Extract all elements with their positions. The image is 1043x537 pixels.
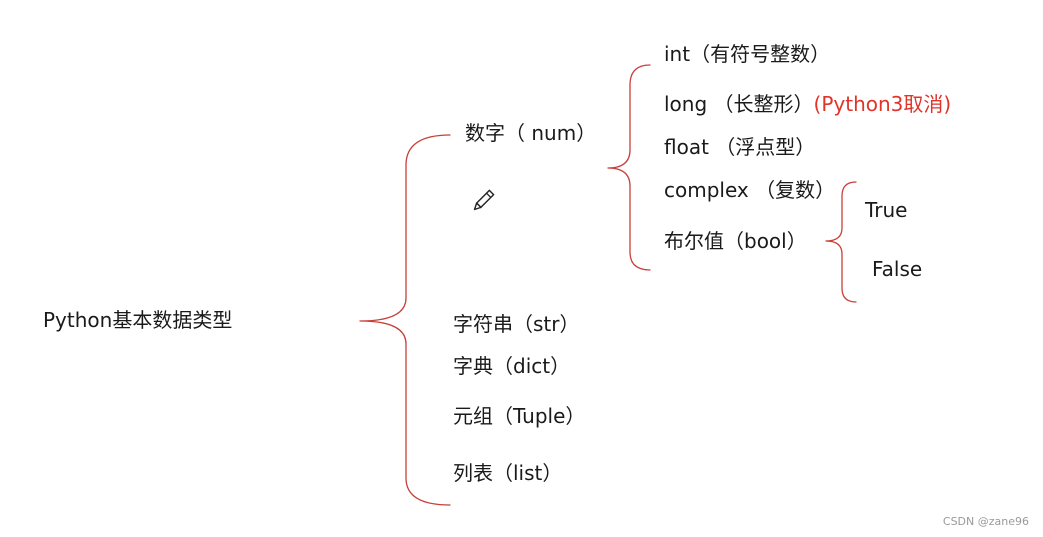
root-label: Python基本数据类型 — [43, 308, 233, 332]
python3-removed-note: (Python3取消) — [813, 92, 952, 116]
node-complex: complex （复数） — [664, 178, 836, 202]
node-number: 数字（ num） — [465, 121, 597, 145]
long-label: long （长整形） — [664, 92, 814, 116]
pencil-icon — [473, 189, 495, 211]
node-false: False — [872, 257, 923, 281]
node-true: True — [865, 198, 908, 222]
node-dict: 字典（dict） — [453, 354, 571, 378]
node-bool: 布尔值（bool） — [664, 229, 807, 253]
bool-brace — [825, 181, 857, 303]
number-brace — [607, 64, 651, 271]
node-float: float （浮点型） — [664, 135, 816, 159]
node-long: long （长整形）(Python3取消) — [664, 92, 951, 116]
root-brace — [359, 134, 451, 506]
node-int: int（有符号整数） — [664, 42, 831, 66]
node-list: 列表（list） — [453, 461, 563, 485]
watermark: CSDN @zane96 — [942, 515, 1029, 528]
node-tuple: 元组（Tuple） — [453, 404, 586, 428]
node-string: 字符串（str） — [453, 312, 580, 336]
